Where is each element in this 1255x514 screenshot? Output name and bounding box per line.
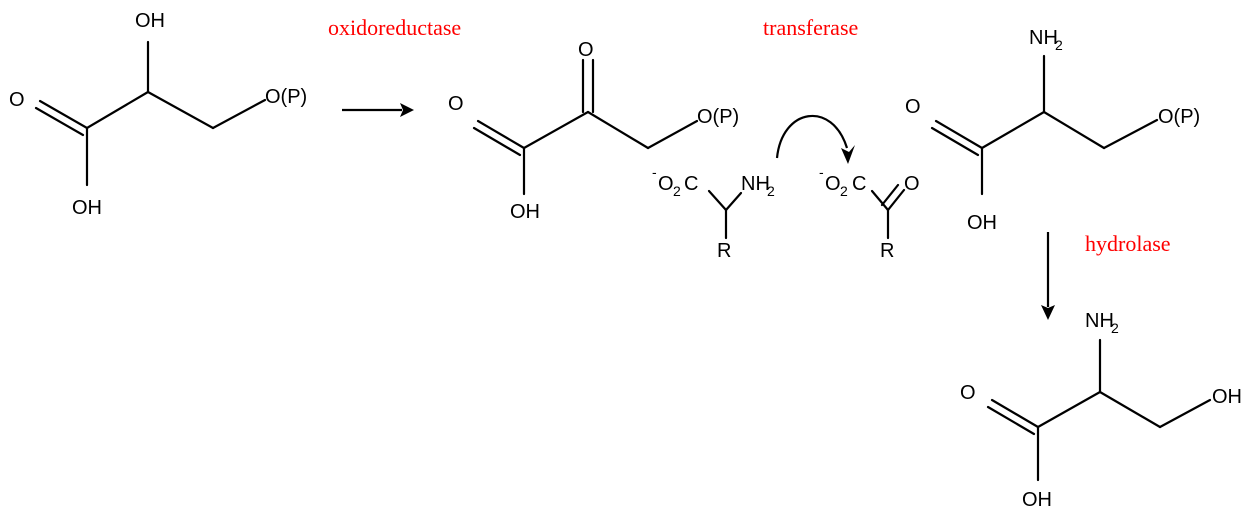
phosphate-label: O(P) bbox=[265, 86, 307, 108]
carbonyl-oxygen-label: O bbox=[960, 382, 976, 404]
phosphate-label: O(P) bbox=[1158, 106, 1200, 128]
amine-label: NH bbox=[1085, 310, 1114, 332]
amine-label: NH bbox=[741, 173, 770, 195]
molecule-phosphohydroxypyruvate: O O O(P) OH bbox=[448, 39, 739, 223]
subscript-2: 2 bbox=[1055, 37, 1063, 53]
keto-oxygen-label: O bbox=[578, 39, 594, 61]
reaction-arrow-2 bbox=[1041, 232, 1055, 320]
hydroxyl-label: OH bbox=[510, 201, 540, 223]
subscript-2: 2 bbox=[767, 183, 775, 199]
subscript-2: 2 bbox=[840, 183, 848, 199]
carbonyl-oxygen-label: O bbox=[9, 89, 25, 111]
enzyme-oxidoreductase: oxidoreductase bbox=[328, 15, 461, 40]
charge-minus: - bbox=[819, 164, 824, 180]
carboxylate-o-label: O bbox=[825, 173, 841, 195]
enzyme-transferase: transferase bbox=[763, 15, 858, 40]
reaction-arrow-1 bbox=[342, 103, 414, 117]
enzyme-hydrolase: hydrolase bbox=[1085, 231, 1171, 256]
hydroxyl-label: OH bbox=[72, 197, 102, 219]
carbonyl-oxygen-label: O bbox=[448, 93, 464, 115]
keto-acid-product: - O 2 C O R bbox=[819, 164, 920, 262]
transamination-curved-arrow bbox=[775, 114, 855, 164]
subscript-2: 2 bbox=[1111, 320, 1119, 336]
hydroxyl-label: OH bbox=[135, 10, 165, 32]
molecule-phosphoserine: NH 2 O O(P) OH bbox=[905, 27, 1200, 234]
amino-acid-donor: - O 2 C NH 2 R bbox=[652, 164, 775, 262]
molecule-3-phosphoglycerate: OH O O(P) OH bbox=[9, 10, 307, 219]
carboxylate-c-label: C bbox=[684, 173, 698, 195]
hydroxyl-label: OH bbox=[1022, 489, 1052, 511]
amine-label: NH bbox=[1029, 27, 1058, 49]
carboxylate-o-label: O bbox=[658, 173, 674, 195]
carbonyl-oxygen-label: O bbox=[905, 96, 921, 118]
hydroxyl-label: OH bbox=[1212, 386, 1242, 408]
keto-oxygen-label: O bbox=[904, 173, 920, 195]
hydroxyl-label: OH bbox=[967, 212, 997, 234]
subscript-2: 2 bbox=[673, 183, 681, 199]
molecule-serine: NH 2 O OH OH bbox=[960, 310, 1242, 511]
carboxylate-c-label: C bbox=[852, 173, 866, 195]
r-group-label: R bbox=[880, 240, 894, 262]
charge-minus: - bbox=[652, 164, 657, 180]
phosphate-label: O(P) bbox=[697, 106, 739, 128]
r-group-label: R bbox=[717, 240, 731, 262]
